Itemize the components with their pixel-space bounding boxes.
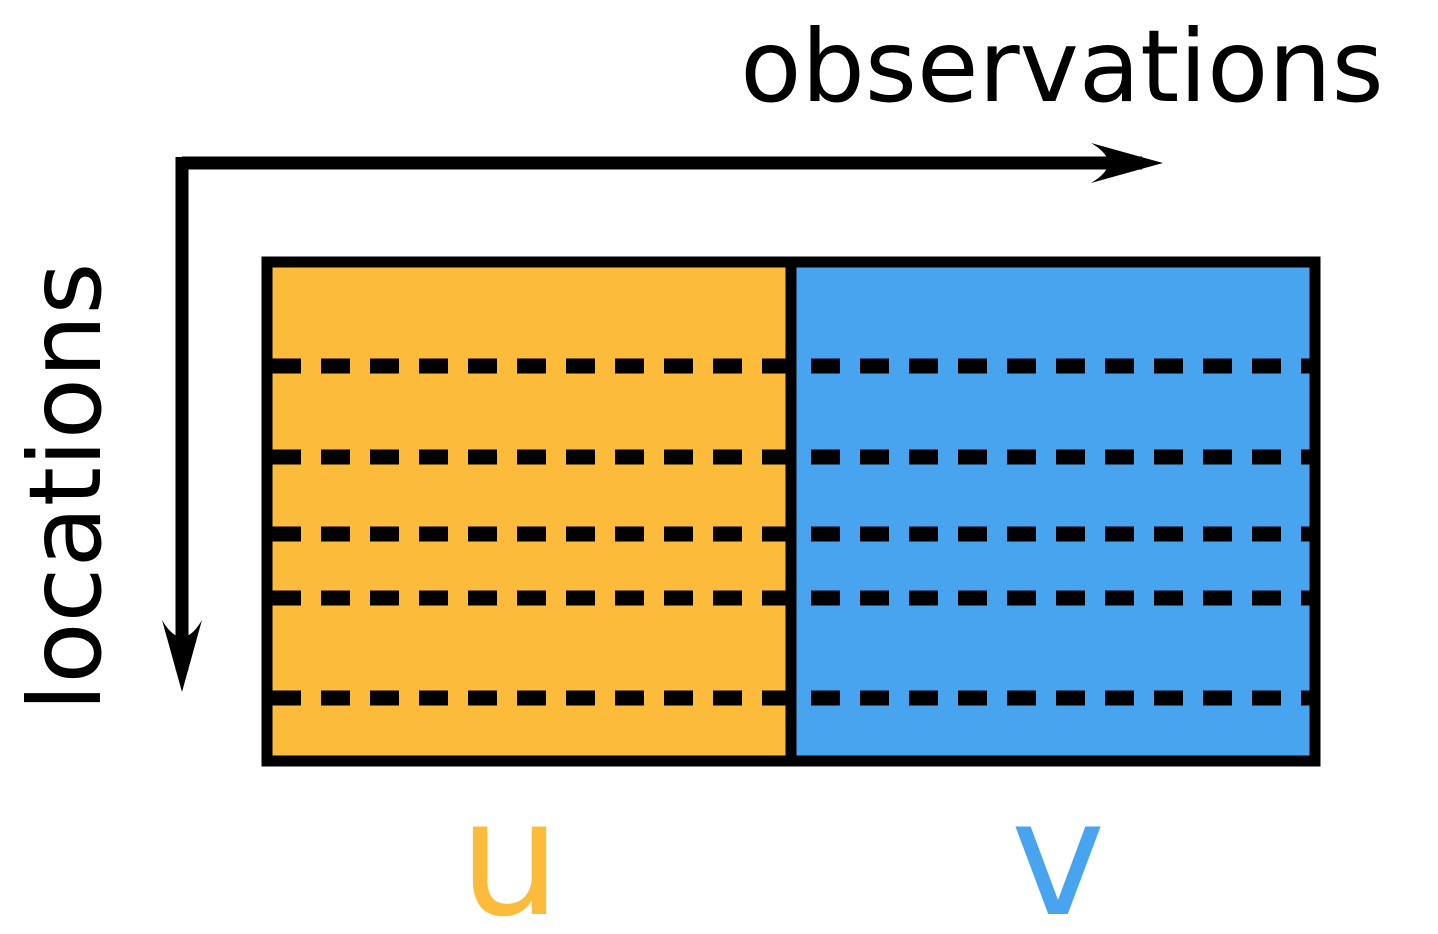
locations-arrowhead bbox=[162, 620, 202, 692]
locations-axis-label: locations bbox=[7, 263, 124, 712]
u-block bbox=[267, 262, 791, 761]
observations-axis-label: observations bbox=[740, 8, 1384, 125]
v-block bbox=[791, 262, 1315, 761]
observations-arrowhead bbox=[1091, 143, 1163, 183]
u-block-label: u bbox=[459, 765, 560, 934]
axis-arrows bbox=[162, 143, 1163, 692]
v-block-label: v bbox=[1011, 765, 1106, 934]
